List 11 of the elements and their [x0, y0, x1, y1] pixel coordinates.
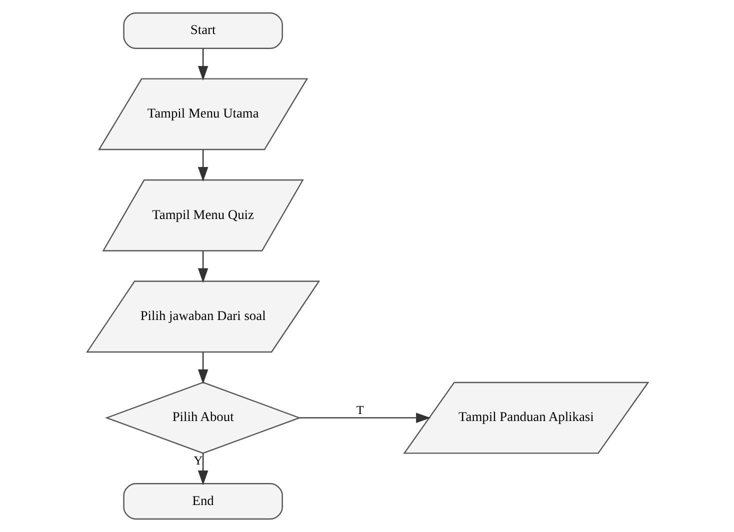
edge-label: Y	[193, 454, 202, 468]
arrow	[197, 48, 208, 81]
node-box: End	[122, 483, 282, 520]
node-box: Start	[122, 12, 282, 49]
node-diamond: Pilih About	[104, 382, 301, 454]
edge-label: T	[356, 403, 364, 418]
arrow	[197, 352, 208, 384]
arrow	[197, 251, 208, 283]
arrow	[197, 150, 208, 182]
arrow	[197, 453, 208, 486]
arrow	[299, 412, 430, 423]
